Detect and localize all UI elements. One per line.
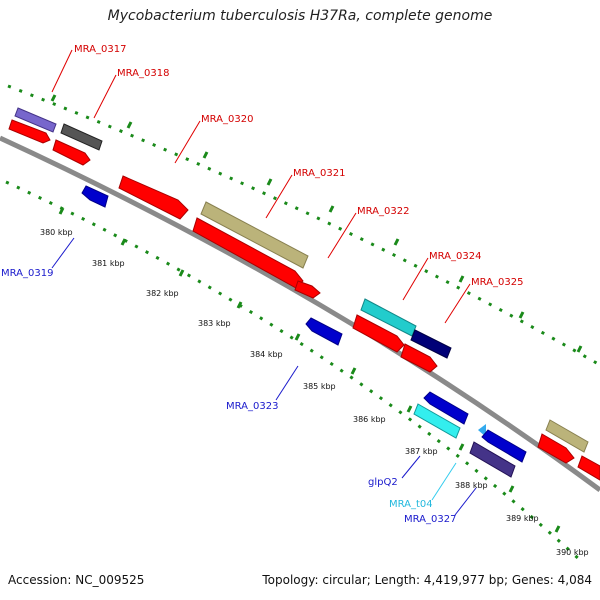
tick-label: 381 kbp — [92, 259, 125, 268]
label-leaders — [51, 49, 477, 516]
tick-label: 380 kbp — [40, 228, 73, 237]
tick-label: 383 kbp — [198, 319, 231, 328]
gene-block[interactable] — [294, 280, 321, 299]
outer-track-marks — [50, 94, 583, 353]
gene-label: MRA_0325 — [471, 277, 523, 288]
tick-label: 382 kbp — [146, 289, 179, 298]
tick-label: 390 kbp — [556, 548, 589, 557]
gene-block[interactable] — [423, 391, 469, 425]
gene-block[interactable] — [413, 403, 461, 439]
accession-text: Accession: NC_009525 — [8, 573, 145, 587]
gene-block[interactable] — [305, 317, 343, 346]
gene-block[interactable] — [400, 343, 438, 373]
gene-label: MRA_t04 — [389, 499, 433, 510]
gene-block[interactable] — [200, 201, 309, 269]
inner-track-marks — [58, 207, 561, 533]
gene-block[interactable] — [545, 419, 589, 453]
gene-block[interactable] — [410, 329, 452, 359]
inner-dotted-track — [5, 180, 582, 562]
tick-label: 386 kbp — [353, 415, 386, 424]
gene-block[interactable] — [8, 119, 51, 144]
gene-block[interactable] — [81, 185, 109, 208]
gene-block[interactable] — [537, 433, 575, 464]
gene-block[interactable] — [52, 139, 91, 166]
gene-block[interactable] — [577, 455, 600, 481]
gene-block[interactable] — [478, 424, 486, 437]
tick-label: 387 kbp — [405, 447, 438, 456]
tick-label: 389 kbp — [506, 514, 539, 523]
gene-label: MRA_0318 — [117, 68, 169, 79]
gene-label: MRA_0327 — [404, 514, 456, 525]
outer-dotted-track — [7, 84, 600, 367]
tick-label: 388 kbp — [455, 481, 488, 490]
gene-label: MRA_0319 — [1, 268, 53, 279]
gene-block[interactable] — [481, 429, 527, 463]
gene-label: MRA_0323 — [226, 401, 278, 412]
gene-block[interactable] — [469, 441, 516, 478]
gene-label: MRA_0324 — [429, 251, 481, 262]
gene-blocks[interactable] — [8, 107, 600, 481]
gene-labels: MRA_0317 MRA_0318 MRA_0319 MRA_0320 MRA_… — [1, 44, 523, 525]
gene-label: MRA_0321 — [293, 168, 345, 179]
gene-block[interactable] — [14, 107, 57, 133]
tick-label: 384 kbp — [250, 350, 283, 359]
genome-info-text: Topology: circular; Length: 4,419,977 bp… — [262, 573, 592, 587]
tick-labels: 380 kbp 381 kbp 382 kbp 383 kbp 384 kbp … — [40, 228, 589, 557]
map-title: Mycobacterium tuberculosis H37Ra, comple… — [107, 8, 493, 24]
gene-block[interactable] — [118, 175, 189, 220]
gene-label: MRA_0320 — [201, 114, 253, 125]
gene-label: glpQ2 — [368, 477, 398, 488]
genome-backbone — [0, 135, 600, 493]
gene-label: MRA_0317 — [74, 44, 126, 55]
gene-block[interactable] — [60, 123, 103, 151]
gene-label: MRA_0322 — [357, 206, 409, 217]
gene-block[interactable] — [352, 314, 405, 353]
tick-label: 385 kbp — [303, 382, 336, 391]
gene-block[interactable] — [360, 298, 417, 337]
